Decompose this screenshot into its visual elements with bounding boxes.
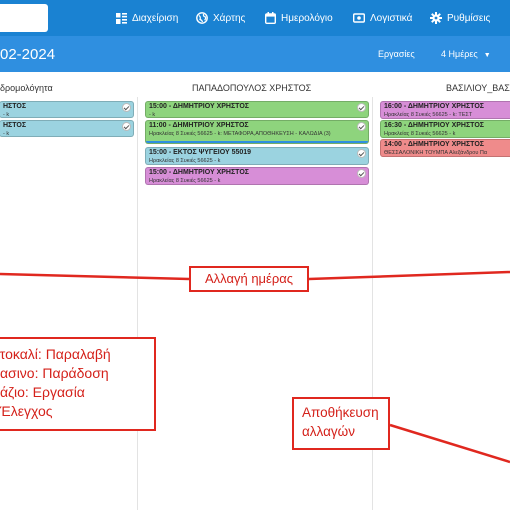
search-input[interactable] — [0, 4, 48, 32]
nav-settings[interactable]: Ρυθμίσεις — [430, 10, 490, 26]
check-icon[interactable] — [122, 103, 131, 112]
job-card-subtitle: Ηρακλείας 8 Συκιές 56625 - k — [149, 158, 221, 164]
progress-bar — [146, 141, 368, 143]
job-card-title: 15:00 - ΕΚΤΟΣ ΨΥΓΕΙΟΥ 55019 — [149, 149, 252, 156]
check-icon[interactable] — [122, 122, 131, 131]
nav-map-label: Χάρτης — [213, 12, 246, 24]
column-header-vasiliou: ΒΑΣΙΛΙΟΥ_ΒΑΣ — [446, 83, 510, 93]
save-changes-callout: Αποθήκευση αλλαγών — [292, 397, 390, 450]
grid-icon — [116, 12, 127, 24]
job-card-subtitle: Ηρακλείας 8 Συκιές 56625 - k: ΜΕΤΑΦΟΡΑ,Α… — [149, 131, 331, 137]
job-card[interactable]: 15:00 - ΕΚΤΟΣ ΨΥΓΕΙΟΥ 55019 Ηρακλείας 8 … — [145, 147, 369, 165]
check-icon[interactable] — [357, 122, 366, 131]
column-papadopoulos: 15:00 - ΔΗΜΗΤΡΙΟΥ ΧΡΗΣΤΟΣ - k 11:00 - ΔΗ… — [138, 97, 373, 510]
nav-calendar[interactable]: Ημερολόγιο — [265, 10, 333, 26]
legend-line-job: ράζιο: Εργασία — [0, 384, 85, 400]
column-header-papadopoulos: ΠΑΠΑΔΟΠΟΥΛΟΣ ΧΡΗΣΤΟΣ — [192, 83, 312, 93]
legend-line-delivery: ρασινο: Παράδοση — [0, 365, 109, 381]
column-header-unscheduled: δρομολόγητα — [0, 83, 53, 93]
nav-map[interactable]: Χάρτης — [196, 10, 245, 26]
save-callout-line2: αλλαγών — [302, 424, 355, 439]
job-card-title: 14:00 - ΔΗΜΗΤΡΙΟΥ ΧΡΗΣΤΟΣ — [384, 141, 484, 148]
check-icon[interactable] — [357, 169, 366, 178]
job-card-subtitle: - k — [3, 112, 10, 118]
color-legend-callout: ρτοκαλί: Παραλαβή ρασινο: Παράδοση ράζιο… — [0, 337, 156, 431]
check-icon[interactable] — [357, 149, 366, 158]
view-type-label: Εργασίες — [378, 49, 415, 59]
day-change-callout: Αλλαγή ημέρας — [189, 266, 309, 292]
job-card-title: 16:30 - ΔΗΜΗΤΡΙΟΥ ΧΡΗΣΤΟΣ — [384, 122, 484, 129]
job-card-title: ΗΣΤΟΣ — [3, 103, 27, 110]
calendar-toolbar — [0, 36, 510, 72]
globe-icon — [196, 12, 208, 24]
nav-settings-label: Ρυθμίσεις — [447, 12, 491, 24]
job-card-title: 11:00 - ΔΗΜΗΤΡΙΟΥ ΧΡΗΣΤΟΣ — [149, 122, 249, 129]
check-icon[interactable] — [357, 103, 366, 112]
calendar-icon — [265, 12, 276, 24]
view-type-dropdown[interactable]: Εργασίες — [378, 49, 415, 59]
job-card[interactable]: 16:00 - ΔΗΜΗΤΡΙΟΥ ΧΡΗΣΤΟΣ Ηρακλείας 8 Συ… — [380, 101, 510, 119]
job-card-title: 15:00 - ΔΗΜΗΤΡΙΟΥ ΧΡΗΣΤΟΣ — [149, 103, 249, 110]
job-card-subtitle: - k — [149, 112, 156, 118]
legend-line-pickup: ρτοκαλί: Παραλαβή — [0, 346, 111, 362]
arrow-save-line — [389, 423, 510, 464]
date-range-title: 02-2024 — [0, 46, 56, 63]
nav-accounting-label: Λογιστικά — [370, 12, 413, 24]
job-card-subtitle: ΘΕΣΣΑΛΟΝΙΚΗ ΤΟΥΜΠΑ Αλεξάνδρου Πα — [384, 150, 488, 156]
gear-icon — [430, 12, 442, 24]
job-card[interactable]: 15:00 - ΔΗΜΗΤΡΙΟΥ ΧΡΗΣΤΟΣ Ηρακλείας 8 Συ… — [145, 167, 369, 185]
chevron-down-icon: ▼ — [483, 52, 491, 59]
job-card-subtitle: - k — [3, 131, 10, 137]
job-card-subtitle: Ηρακλείας 8 Συκιές 56625 - k: ΤΕΣΤ — [384, 112, 473, 118]
days-range-dropdown[interactable]: 4 Ημέρες ▼ — [441, 49, 491, 59]
job-card-title: 16:00 - ΔΗΜΗΤΡΙΟΥ ΧΡΗΣΤΟΣ — [384, 103, 484, 110]
job-card-title: ΗΣΤΟΣ — [3, 122, 27, 129]
arrow-right-line — [308, 270, 510, 281]
job-card[interactable]: ΗΣΤΟΣ - k — [0, 101, 134, 118]
save-callout-line1: Αποθήκευση — [302, 405, 379, 420]
money-icon — [353, 13, 365, 23]
job-card[interactable]: ΗΣΤΟΣ - k — [0, 120, 134, 137]
legend-line-check: : Έλεγχος — [0, 403, 53, 419]
nav-management[interactable]: Διαχείριση — [116, 10, 178, 26]
job-card[interactable]: 15:00 - ΔΗΜΗΤΡΙΟΥ ΧΡΗΣΤΟΣ - k — [145, 101, 369, 118]
column-vasiliou: 16:00 - ΔΗΜΗΤΡΙΟΥ ΧΡΗΣΤΟΣ Ηρακλείας 8 Συ… — [373, 97, 510, 510]
days-range-label: 4 Ημέρες — [441, 49, 478, 59]
nav-calendar-label: Ημερολόγιο — [281, 12, 333, 24]
nav-management-label: Διαχείριση — [132, 12, 179, 24]
top-navbar: Διαχείριση Χάρτης Ημερολόγιο Λογιστ — [0, 0, 510, 36]
job-card[interactable]: 11:00 - ΔΗΜΗΤΡΙΟΥ ΧΡΗΣΤΟΣ Ηρακλείας 8 Συ… — [145, 120, 369, 144]
job-card[interactable]: 16:30 - ΔΗΜΗΤΡΙΟΥ ΧΡΗΣΤΟΣ Ηρακλείας 8 Συ… — [380, 120, 510, 138]
job-card-subtitle: Ηρακλείας 8 Συκιές 56625 - k — [149, 178, 221, 184]
job-card-title: 15:00 - ΔΗΜΗΤΡΙΟΥ ΧΡΗΣΤΟΣ — [149, 169, 249, 176]
arrow-left-line — [0, 272, 190, 281]
job-card-subtitle: Ηρακλείας 8 Συκιές 56625 - k — [384, 131, 456, 137]
column-unscheduled: ΗΣΤΟΣ - k ΗΣΤΟΣ - k — [0, 97, 138, 510]
nav-accounting[interactable]: Λογιστικά — [353, 10, 412, 26]
job-card[interactable]: 14:00 - ΔΗΜΗΤΡΙΟΥ ΧΡΗΣΤΟΣ ΘΕΣΣΑΛΟΝΙΚΗ ΤΟ… — [380, 139, 510, 157]
